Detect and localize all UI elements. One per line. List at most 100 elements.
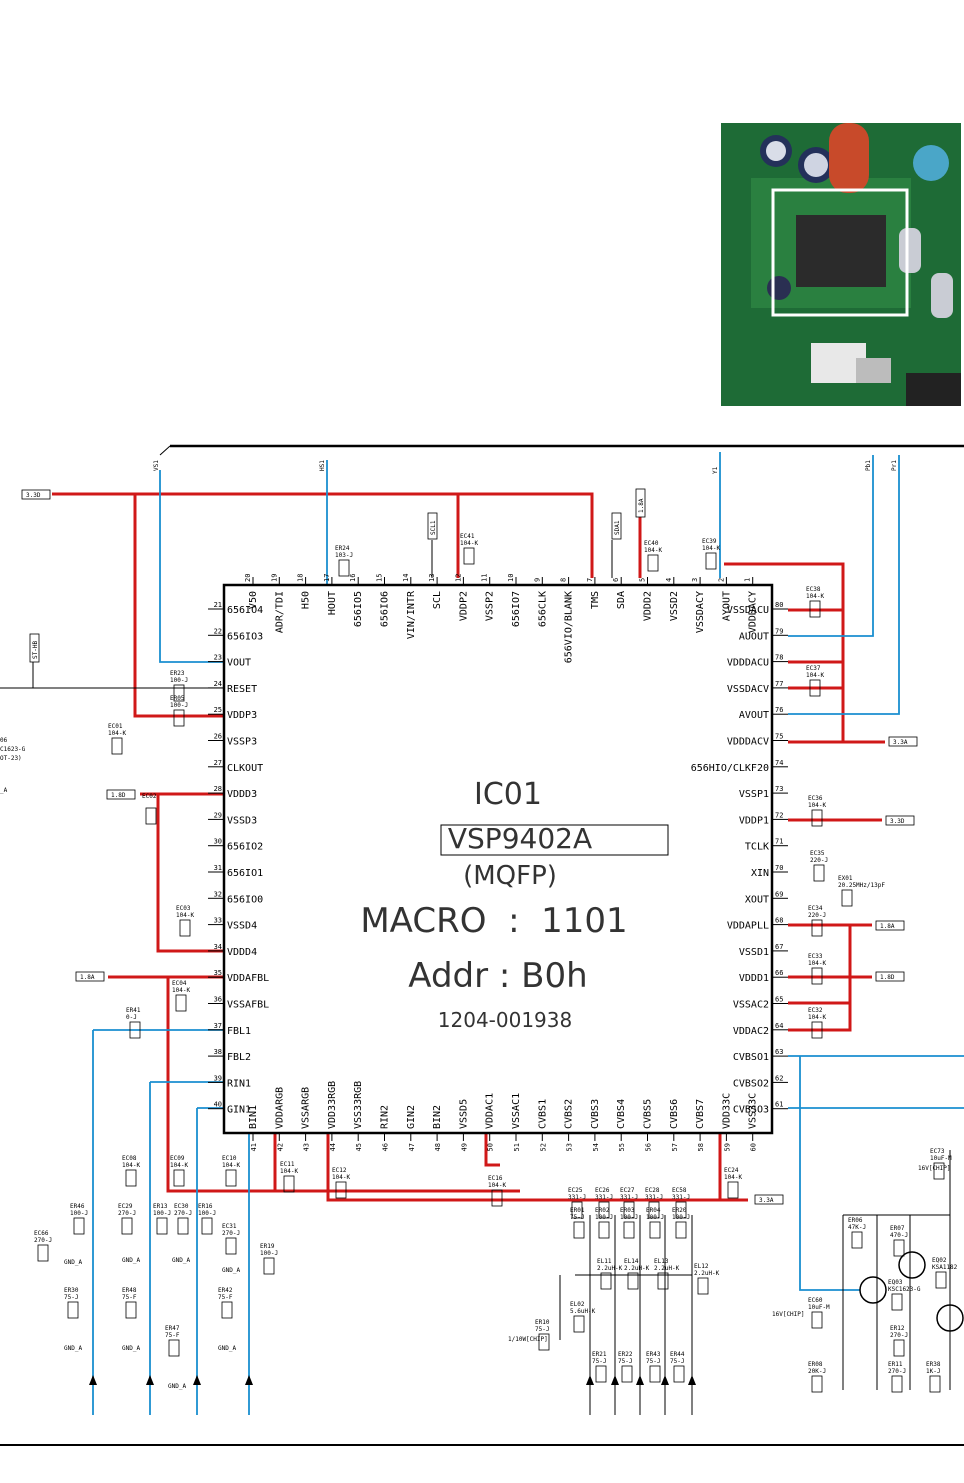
component-ref: EC58 (672, 1187, 687, 1194)
component-ref: EC36 (808, 795, 823, 802)
pin-label: XIN (751, 868, 769, 879)
component-body (179, 919, 191, 937)
note-16v-ec60: 16V[CHIP] (772, 1311, 805, 1318)
component-body (623, 1201, 635, 1219)
note-1-10w: 1/10W[CHIP] (508, 1336, 548, 1343)
pin-number: 45 (355, 1143, 363, 1151)
component-ref: EL12 (694, 1263, 709, 1270)
note-left-b: C1623-G (0, 746, 26, 753)
pin-number: 33 (214, 917, 222, 925)
pin-number: 59 (723, 1143, 731, 1151)
component-body (121, 1217, 133, 1235)
pin-number: 56 (645, 1143, 653, 1151)
net-hs1: HS1 (319, 460, 326, 471)
component-ref: EL14 (624, 1258, 639, 1265)
component-value: 104-K (644, 547, 662, 554)
component-body (623, 1221, 635, 1239)
component-body (809, 679, 821, 697)
pin-label: RIN2 (380, 1105, 391, 1129)
gnd-6: GND_A (122, 1345, 140, 1352)
component-value: 104-K (808, 802, 826, 809)
component-body (283, 1175, 295, 1193)
component-ref: ER07 (890, 1225, 905, 1232)
pin-label: TCLK (745, 842, 769, 853)
transistor-icon (936, 1304, 964, 1332)
pin-label: H50 (301, 591, 312, 609)
component-value: 0-J (126, 1014, 137, 1021)
pin-number: 76 (775, 706, 783, 714)
component-value: 75-F (165, 1332, 180, 1339)
component-value: 104-K (808, 960, 826, 967)
pin-label: VSSAFBL (227, 1000, 269, 1011)
component-ref: EC40 (644, 540, 659, 547)
input-arrow-icon (611, 1375, 619, 1385)
component-body (335, 1181, 347, 1199)
component-ref: ER06 (848, 1217, 863, 1224)
pin-label: VSSDACV (727, 684, 769, 695)
component-value: 331-J (595, 1194, 613, 1201)
component-value: 331-J (645, 1194, 663, 1201)
component-value: 100-J (70, 1210, 88, 1217)
pin-label: SCL (432, 591, 443, 609)
pin-number: 41 (250, 1143, 258, 1151)
part-box (440, 824, 669, 856)
component-value: 1K-J (926, 1368, 940, 1375)
component-body (173, 684, 185, 702)
pin-label: CVBSO3 (733, 1105, 769, 1116)
component-ref: ER24 (335, 545, 350, 552)
component-value: 331-J (620, 1194, 638, 1201)
component-body (168, 1339, 180, 1357)
pin-label: VDDDACV (727, 737, 769, 748)
net-3v3-bottom: 3.3A (759, 1197, 774, 1204)
component-body (173, 1169, 185, 1187)
net-pr1: Pr1 (891, 460, 898, 471)
component-body (893, 1339, 905, 1357)
pin-number: 29 (214, 811, 222, 819)
pin-number: 51 (513, 1143, 521, 1151)
component-value: 100-J (620, 1214, 638, 1221)
pin-label: CVBS2 (564, 1099, 575, 1129)
input-arrow-icon (146, 1375, 154, 1385)
component-body (538, 1333, 550, 1351)
component-value: 104-K (806, 672, 824, 679)
pin-label: VDDAFBL (227, 973, 269, 984)
component-value: 2.2uH-K (654, 1265, 680, 1272)
pin-number: 69 (775, 890, 783, 898)
gnd-4: GND_A (222, 1267, 240, 1274)
pin-label: 656VIO/BLANK (564, 591, 575, 663)
gnd-3: GND_A (172, 1257, 190, 1264)
component-ref: EL02 (570, 1301, 585, 1308)
sig-pr1 (788, 455, 900, 715)
component-value: 2.2uH-K (597, 1265, 623, 1272)
component-ref: EC38 (806, 586, 821, 593)
component-ref: EL13 (654, 1258, 669, 1265)
component-body (627, 1272, 639, 1290)
component-body (129, 1021, 141, 1039)
transistor-icon (859, 1276, 887, 1304)
pin-number: 60 (750, 1143, 758, 1151)
component-value: 20K-J (808, 1368, 826, 1375)
component-value: 75-J (618, 1358, 632, 1365)
component-ref: EC09 (170, 1155, 185, 1162)
note-left-c: OT-23) (0, 755, 22, 762)
wire-i2c (431, 540, 613, 578)
component-value: 270-J (118, 1210, 136, 1217)
component-ref: ER47 (165, 1325, 180, 1332)
note-left-a: 06 (0, 737, 8, 744)
pin-label: CVBS3 (590, 1099, 601, 1129)
